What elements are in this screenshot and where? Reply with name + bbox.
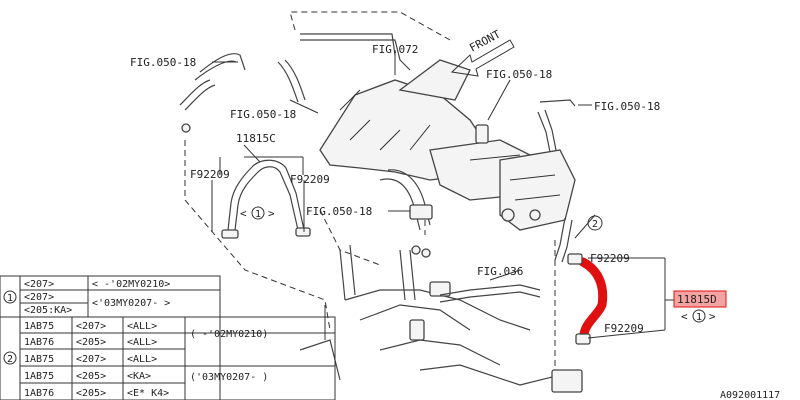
table-cell: 1AB75: [24, 321, 54, 332]
table-cell: <ALL>: [127, 354, 157, 365]
callout-fig036[interactable]: FIG.036: [477, 265, 523, 278]
part-number-f92209-left[interactable]: F92209: [190, 168, 230, 181]
table-cell: ('03MY0207- ): [190, 372, 268, 383]
table-cell: <ALL>: [127, 321, 157, 332]
highlight-label-bg: [673, 290, 727, 308]
svg-text:>: >: [268, 207, 275, 220]
table-cell: <ALL>: [127, 337, 157, 348]
callout-fig050-18-top-left[interactable]: FIG.050-18: [130, 56, 196, 69]
svg-text:<: <: [240, 207, 247, 220]
group-marker-1-upper: < 1 >: [240, 206, 275, 220]
table-cell: <207>: [24, 279, 54, 290]
part-number-11815c[interactable]: 11815C: [236, 132, 276, 145]
table-cell: <207>: [76, 354, 106, 365]
table-cell: <205>: [76, 371, 106, 382]
svg-text:>: >: [709, 310, 716, 323]
callout-fig050-18-center[interactable]: FIG.050-18: [486, 68, 552, 81]
table-cell: 1AB76: [24, 388, 54, 399]
front-arrow: [450, 39, 515, 77]
table-cell: <205:KA>: [24, 305, 72, 316]
callout-fig072[interactable]: FIG.072: [372, 43, 418, 56]
table-group-marker-2: 2: [7, 354, 13, 365]
callout-fig050-18-lower[interactable]: FIG.050-18: [306, 205, 372, 218]
hose-11815c: [221, 159, 311, 239]
leader-lines: [211, 50, 675, 340]
table-cell: ( -'02MY0210): [190, 329, 268, 340]
clamp-top: [567, 253, 583, 265]
table-cell: 1AB75: [24, 371, 54, 382]
table-cell: 1AB76: [24, 337, 54, 348]
hose-11815d-highlighted[interactable]: [578, 257, 608, 339]
group-marker-1-lower: < 1 >: [681, 309, 716, 323]
table-cell: <E* K4>: [127, 388, 169, 399]
callout-fig050-18-right[interactable]: FIG.050-18: [594, 100, 660, 113]
part-number-f92209-mid[interactable]: F92209: [290, 173, 330, 186]
hoses: [179, 33, 576, 303]
part-number-f92209-upper-right[interactable]: F92209: [590, 252, 630, 265]
front-label: FRONT: [467, 27, 503, 54]
table-cell: <'03MY0207- >: [92, 298, 170, 309]
table-cell: <KA>: [127, 371, 151, 382]
table-group-marker-1: 1: [7, 293, 13, 304]
group-marker-2: 2: [587, 215, 603, 231]
table-cell: <205>: [76, 337, 106, 348]
table-cell: < -'02MY0210>: [92, 279, 170, 290]
table-cell: 1AB75: [24, 354, 54, 365]
svg-text:2: 2: [592, 219, 598, 230]
table-cell: <207>: [24, 292, 54, 303]
svg-text:<: <: [681, 310, 688, 323]
intake-manifold: [319, 59, 576, 231]
callout-fig050-18-left[interactable]: FIG.050-18: [230, 108, 296, 121]
part-number-11815d[interactable]: 11815D: [677, 293, 717, 306]
reference-code: A092001117: [720, 390, 780, 400]
applicability-table: 1 2 <207> < -'02MY0210> <207> <'03MY0207…: [0, 275, 336, 400]
table-cell: <207>: [76, 321, 106, 332]
svg-text:1: 1: [696, 312, 702, 323]
part-number-f92209-lower-right[interactable]: F92209: [604, 322, 644, 335]
clamp-bottom: [575, 333, 591, 345]
svg-text:1: 1: [255, 209, 261, 220]
engine-block: [299, 244, 583, 393]
table-cell: <205>: [76, 388, 106, 399]
